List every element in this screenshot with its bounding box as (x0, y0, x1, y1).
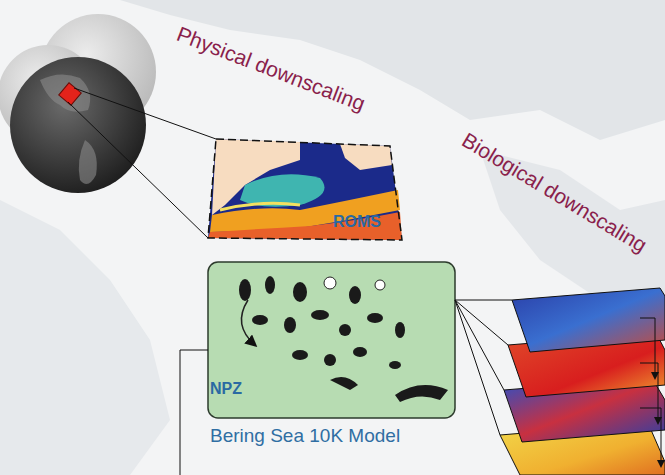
model-box: NPZ Bering Sea 10K Model (200, 262, 470, 472)
box-label: NPZ (210, 380, 242, 398)
model-map: ROMS (205, 135, 405, 243)
map-label: ROMS (333, 213, 381, 231)
model-heading: Bering Sea 10K Model (210, 425, 400, 447)
